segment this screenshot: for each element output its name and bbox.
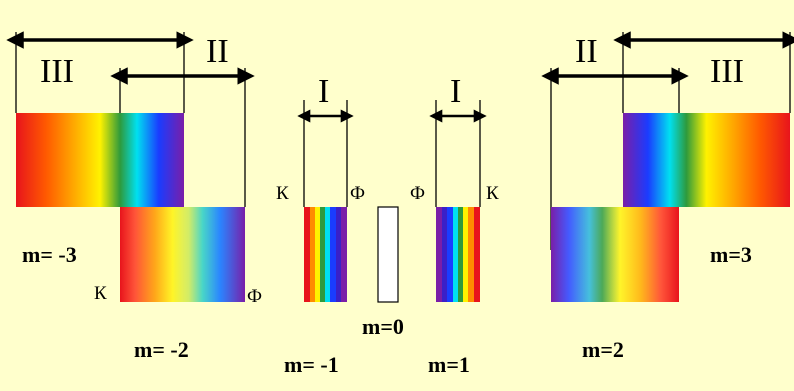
- spectrum-shading: [551, 207, 679, 302]
- order-label-plus-1: m=1: [428, 352, 470, 377]
- order-label-plus-2: m=2: [582, 337, 624, 362]
- zone-two-right-label: II: [575, 33, 598, 70]
- spectrum-shading: [120, 207, 245, 302]
- order-label-minus-3: m= -3: [22, 242, 77, 267]
- zone-three-right-label: III: [710, 53, 744, 90]
- zone-three-left-label: III: [40, 53, 74, 90]
- order-label-minus-1: m= -1: [284, 352, 339, 377]
- spectrum-order-plus-1: [436, 207, 480, 302]
- zone-one-right-label: I: [450, 73, 461, 110]
- spectrum-order-plus-3: [623, 113, 790, 207]
- violet-end-label: Ф: [410, 183, 425, 204]
- zone-two-left-label: II: [206, 33, 229, 70]
- order-label-plus-3: m=3: [710, 242, 752, 267]
- violet-end-label: Ф: [350, 183, 365, 204]
- order-label-minus-2: m= -2: [134, 337, 189, 362]
- order-label-zero: m=0: [362, 314, 404, 339]
- red-end-label: К: [276, 183, 289, 204]
- zone-one-left-label: I: [318, 73, 329, 110]
- red-end-label: К: [94, 283, 107, 304]
- spectrum-order-minus-1: [304, 207, 347, 302]
- spectrum-order-minus-3: [16, 113, 184, 207]
- red-end-label: К: [486, 183, 499, 204]
- central-maximum-order-0: [377, 206, 399, 303]
- violet-end-label: Ф: [247, 286, 262, 307]
